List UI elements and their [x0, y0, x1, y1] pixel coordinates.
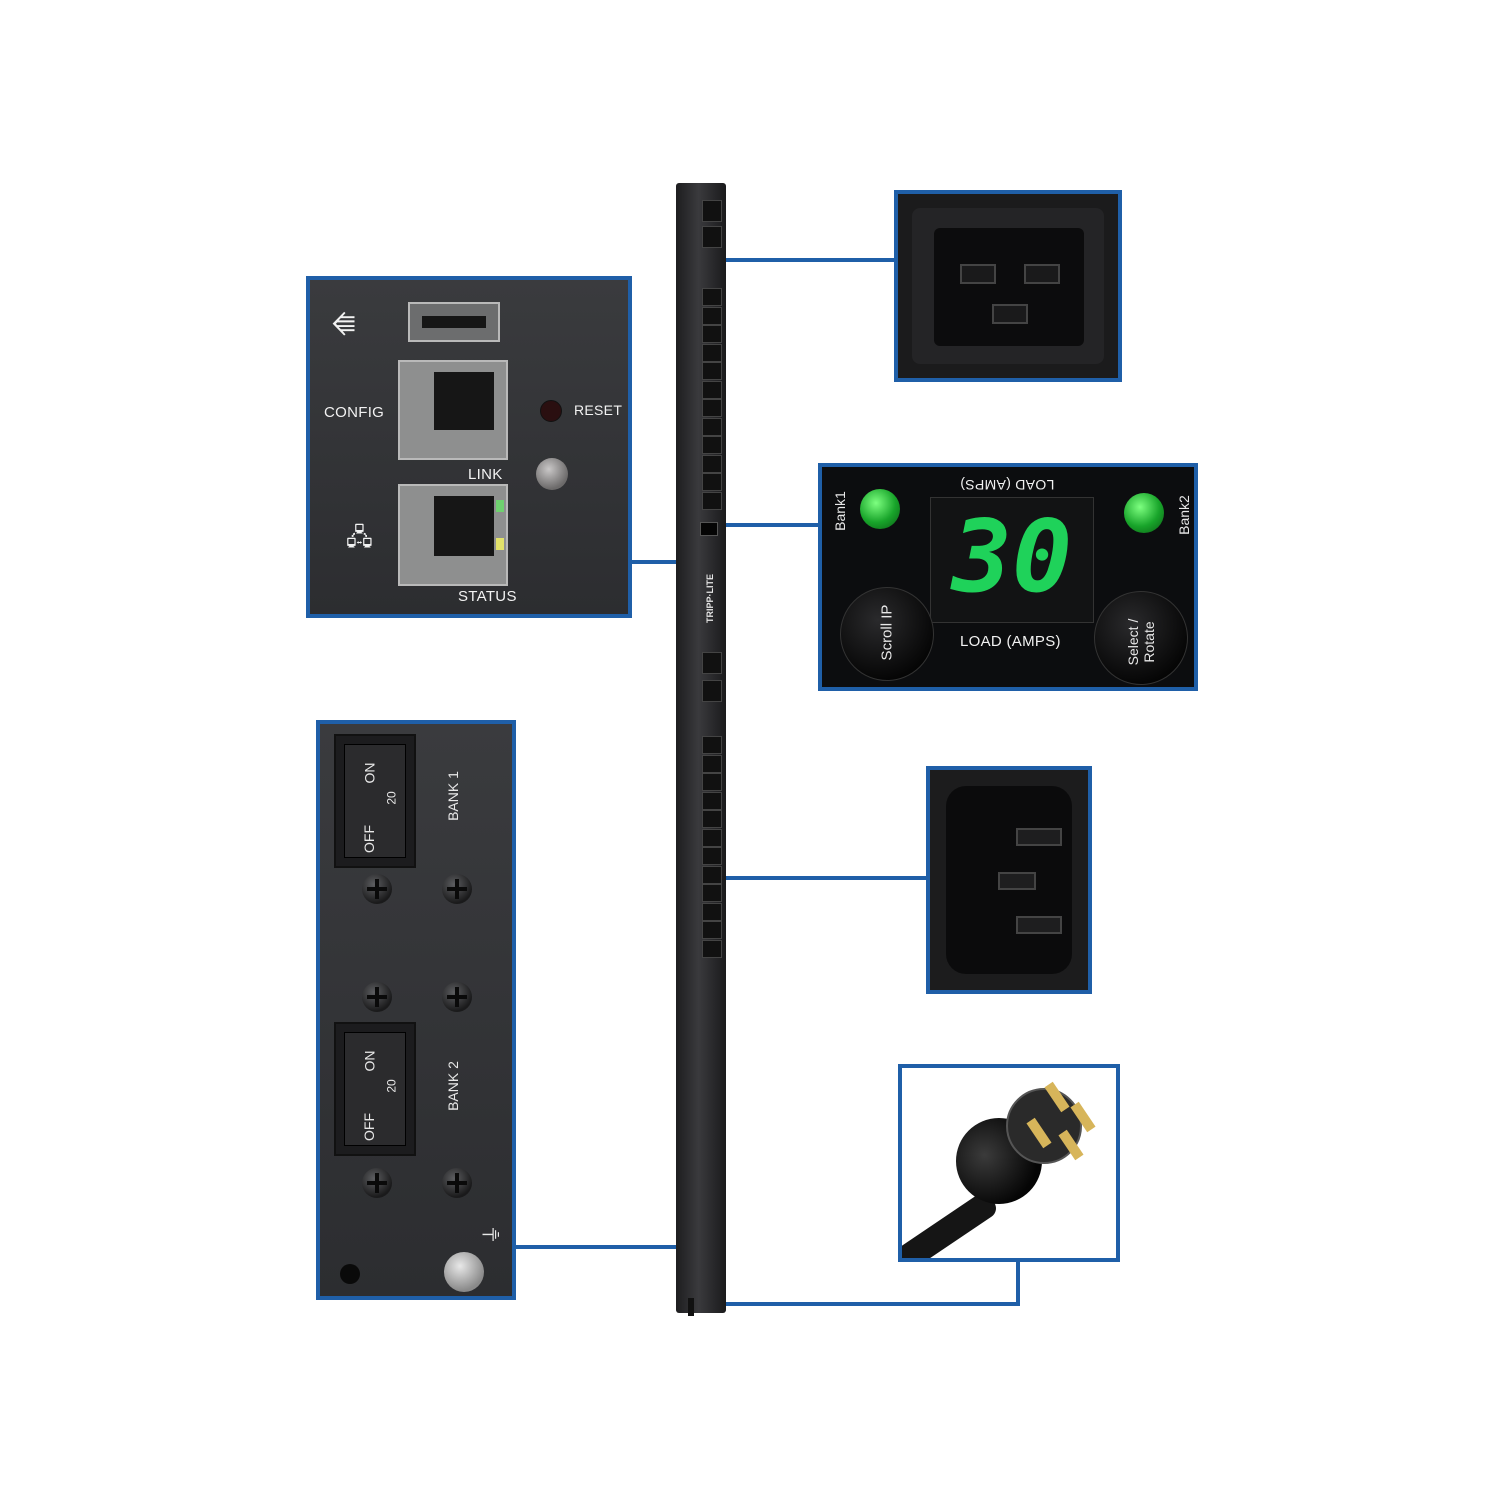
c13-outlet	[702, 417, 722, 436]
c19-outlet	[702, 226, 722, 248]
c19-outlet-callout	[894, 190, 1122, 382]
c13-outlet	[702, 436, 722, 454]
c13-outlet	[702, 454, 722, 473]
bank2-breaker-switch[interactable]: ON 20 OFF	[334, 1022, 416, 1156]
screw	[362, 982, 392, 1012]
usb-icon: ⭅	[332, 310, 356, 340]
network-panel-callout: ⭅ CONFIG RESET LINK 🖧 STATUS	[306, 276, 632, 618]
config-label: CONFIG	[324, 404, 385, 421]
connector-line-c19	[726, 258, 898, 262]
connector-line-breaker	[514, 1245, 678, 1249]
strip-cord	[688, 1298, 694, 1316]
bank2-rating: 20	[384, 1079, 399, 1093]
bank1-label: BANK 1	[444, 771, 461, 821]
connector-line-network	[630, 560, 678, 564]
c13-outlet	[702, 847, 722, 865]
ground-icon: ⏚	[481, 1224, 504, 1245]
load-display: 30	[930, 497, 1094, 623]
c13-outlet	[702, 939, 722, 958]
breaker-panel-callout: ON 20 OFF BANK 1 ON 20 OFF BANK 2 ⏚	[316, 720, 516, 1300]
c19-outlet	[702, 652, 722, 674]
c13-outlet	[702, 810, 722, 828]
bank1-off-label: OFF	[361, 825, 377, 853]
config-port[interactable]	[398, 360, 508, 460]
c13-outlet	[702, 343, 722, 362]
load-reading: 30	[951, 498, 1073, 615]
connector-line-c13	[726, 876, 930, 880]
c13-outlet	[702, 921, 722, 939]
mounting-hole	[340, 1264, 360, 1284]
connector-line-plug-v	[1016, 1260, 1020, 1306]
link-label: LINK	[468, 466, 503, 483]
screw	[442, 982, 472, 1012]
bank2-off-label: OFF	[361, 1113, 377, 1141]
c13-outlet	[702, 754, 722, 773]
display-panel-callout: Bank1 LOAD (AMPS) 30 Bank2 Scroll IP LOA…	[818, 463, 1198, 691]
bank1-rating: 20	[384, 791, 399, 805]
screw	[442, 874, 472, 904]
bank1-led	[860, 489, 900, 529]
c13-outlet	[702, 773, 722, 791]
reset-button[interactable]	[540, 400, 562, 422]
c13-outlet	[702, 902, 722, 921]
c19-outlet	[702, 200, 722, 222]
plug-callout	[898, 1064, 1120, 1262]
network-icon: 🖧	[346, 524, 373, 551]
c13-outlet-callout	[926, 766, 1092, 994]
c13-outlet	[702, 865, 722, 884]
c13-outlet	[702, 491, 722, 510]
strip-display	[700, 522, 718, 536]
connector-line-plug-h	[706, 1302, 1020, 1306]
bank2-label: Bank2	[1175, 495, 1192, 535]
c13-outlet	[702, 399, 722, 417]
select-rotate-button[interactable]: Select / Rotate	[1094, 591, 1188, 685]
c19-outlet-face	[912, 208, 1104, 364]
c13-outlet	[702, 736, 722, 754]
c13-outlet	[702, 828, 722, 847]
scroll-ip-button[interactable]: Scroll IP	[840, 587, 934, 681]
status-led	[536, 458, 568, 490]
c13-outlet	[702, 473, 722, 491]
c13-outlet	[702, 362, 722, 380]
reset-label: RESET	[574, 402, 623, 418]
c13-outlet	[702, 288, 722, 306]
bank1-label: Bank1	[831, 491, 848, 531]
status-label: STATUS	[458, 588, 517, 605]
screw	[362, 1168, 392, 1198]
c13-outlet	[702, 306, 722, 325]
load-label-mirrored: LOAD (AMPS)	[960, 477, 1055, 493]
connector-line-display	[726, 523, 822, 527]
bank2-label: BANK 2	[444, 1061, 461, 1111]
c13-outlet	[702, 325, 722, 343]
bank1-on-label: ON	[361, 762, 378, 784]
c13-outlet	[702, 380, 722, 399]
bank2-led	[1124, 493, 1164, 533]
load-label: LOAD (AMPS)	[960, 633, 1061, 650]
c13-outlet	[702, 791, 722, 810]
c19-outlet	[702, 680, 722, 702]
bank2-on-label: ON	[361, 1050, 378, 1072]
screw	[362, 874, 392, 904]
bank1-breaker-switch[interactable]: ON 20 OFF	[334, 734, 416, 868]
strip-brand: TRIPP·LITE	[705, 574, 715, 623]
c13-outlet-face	[946, 786, 1072, 974]
screw	[442, 1168, 472, 1198]
c13-outlet	[702, 884, 722, 902]
ground-screw	[444, 1252, 484, 1292]
usb-port[interactable]	[408, 302, 500, 342]
ethernet-port[interactable]	[398, 484, 508, 586]
